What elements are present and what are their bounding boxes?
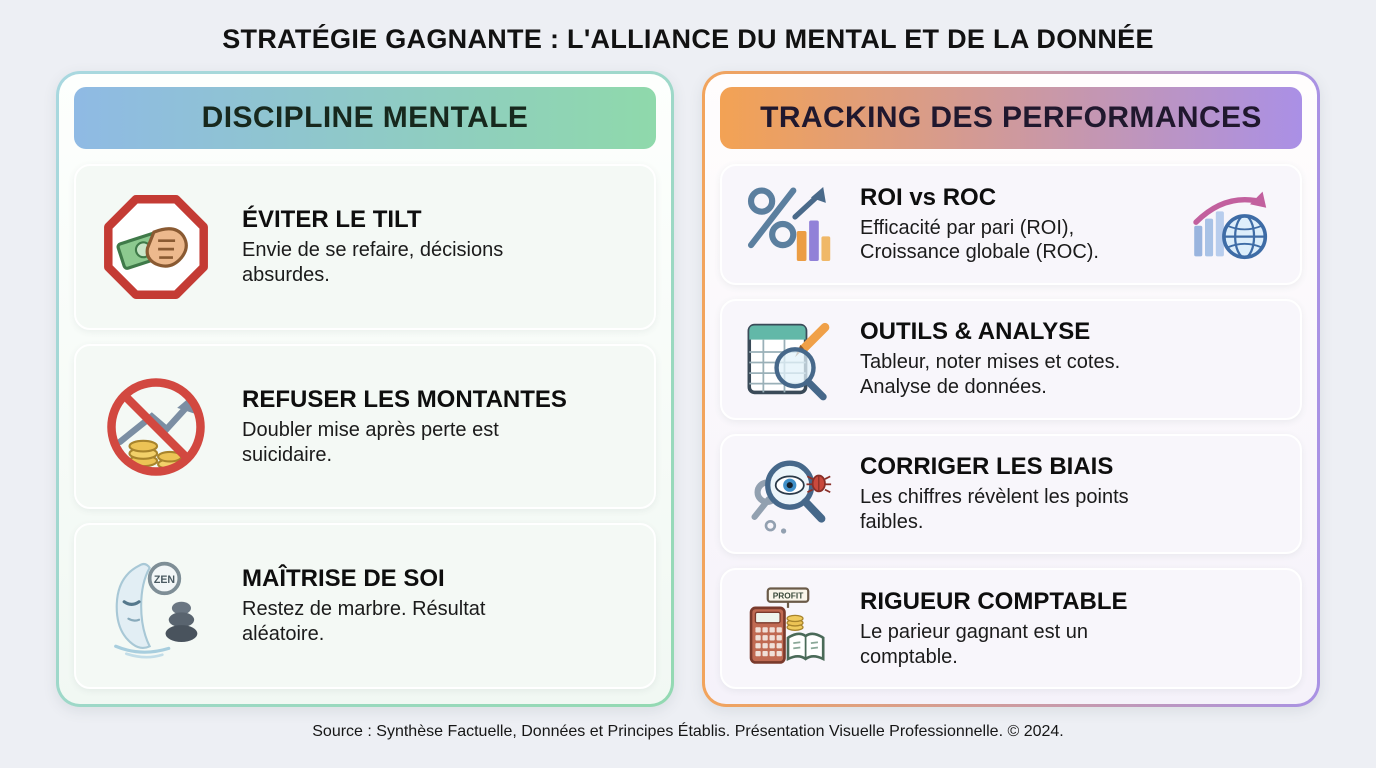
- card-desc: Envie de se refaire, décisions absurdes.: [242, 239, 504, 286]
- card-text: REFUSER LES MONTANTES Doubler mise après…: [242, 386, 634, 468]
- panel-tracking-inner: TRACKING DES PERFORMANCES: [705, 74, 1317, 704]
- card-text: ÉVITER LE TILT Envie de se refaire, déci…: [242, 206, 634, 288]
- zen-face-stones-icon: ZEN: [90, 553, 222, 659]
- card-outils-analyse: OUTILS & ANALYSE Tableur, noter mises et…: [720, 298, 1302, 420]
- card-eviter-le-tilt: ÉVITER LE TILT Envie de se refaire, déci…: [74, 164, 656, 330]
- card-title: REFUSER LES MONTANTES: [242, 385, 567, 413]
- card-title: RIGUEUR COMPTABLE: [860, 587, 1128, 615]
- globe-growth-chart-icon: [1184, 179, 1280, 269]
- magnifier-eye-bug-wrench-svg: [751, 460, 832, 534]
- left-panel-header: DISCIPLINE MENTALE: [74, 87, 656, 149]
- card-text: OUTILS & ANALYSE Tableur, noter mises et…: [860, 318, 1280, 400]
- card-title: MAÎTRISE DE SOI: [242, 565, 445, 593]
- zen-face-stones-svg: ZEN: [114, 561, 198, 659]
- panels-container: DISCIPLINE MENTALE: [0, 71, 1376, 707]
- spreadsheet-magnifier-pencil-icon: [736, 315, 840, 403]
- stop-fist-money-svg: [104, 194, 208, 299]
- panel-tracking-des-performances: TRACKING DES PERFORMANCES: [702, 71, 1320, 707]
- zen-label: ZEN: [154, 574, 175, 586]
- percent-growth-chart-icon: [736, 180, 840, 268]
- left-cards: ÉVITER LE TILT Envie de se refaire, déci…: [74, 164, 656, 690]
- card-maitrise-de-soi: ZEN MAÎTRISE DE SOI Restez de marbre. Ré…: [74, 523, 656, 690]
- card-desc: Efficacité par pari (ROI), Croissance gl…: [860, 216, 1099, 264]
- card-title: OUTILS & ANALYSE: [860, 318, 1091, 346]
- percent-growth-chart-svg: [747, 187, 831, 262]
- right-cards: ROI vs ROC Efficacité par pari (ROI), Cr…: [720, 164, 1302, 689]
- card-desc: Doubler mise après perte est suicidaire.: [242, 418, 499, 466]
- card-desc: Restez de marbre. Résultat aléatoire.: [242, 598, 486, 646]
- card-title: ROI vs ROC: [860, 183, 997, 211]
- page-title: STRATÉGIE GAGNANTE : L'ALLIANCE DU MENTA…: [222, 24, 1154, 54]
- card-roi-vs-roc: ROI vs ROC Efficacité par pari (ROI), Cr…: [720, 164, 1302, 285]
- card-text: ROI vs ROC Efficacité par pari (ROI), Cr…: [860, 184, 1164, 266]
- card-desc: Le parieur gagnant est un comptable.: [860, 620, 1088, 668]
- card-text: RIGUEUR COMPTABLE Le parieur gagnant est…: [860, 588, 1280, 670]
- card-text: CORRIGER LES BIAIS Les chiffres révèlent…: [860, 453, 1280, 535]
- card-text: MAÎTRISE DE SOI Restez de marbre. Résult…: [242, 565, 634, 647]
- spreadsheet-magnifier-pencil-svg: [747, 323, 830, 401]
- card-desc: Tableur, noter mises et cotes. Analyse d…: [860, 351, 1121, 399]
- profit-label: PROFIT: [773, 590, 804, 600]
- no-martingale-coins-svg: [107, 377, 205, 476]
- panel-discipline-mentale: DISCIPLINE MENTALE: [56, 71, 674, 707]
- card-rigueur-comptable: PROFIT: [720, 568, 1302, 689]
- card-title: CORRIGER LES BIAIS: [860, 453, 1114, 481]
- stop-fist-money-icon: [90, 194, 222, 300]
- calculator-profit-book-icon: PROFIT: [736, 585, 840, 673]
- globe-growth-chart-svg: [1193, 191, 1268, 260]
- calculator-profit-book-svg: PROFIT: [749, 587, 825, 664]
- panel-discipline-mentale-inner: DISCIPLINE MENTALE: [59, 74, 671, 704]
- card-desc: Les chiffres révèlent les points faibles…: [860, 486, 1129, 533]
- source-footer: Source : Synthèse Factuelle, Données et …: [312, 723, 1064, 740]
- magnifier-eye-bug-wrench-icon: [736, 450, 840, 538]
- right-panel-header: TRACKING DES PERFORMANCES: [720, 87, 1302, 149]
- card-title: ÉVITER LE TILT: [242, 206, 422, 234]
- card-refuser-les-montantes: REFUSER LES MONTANTES Doubler mise après…: [74, 343, 656, 510]
- card-corriger-les-biais: CORRIGER LES BIAIS Les chiffres révèlent…: [720, 433, 1302, 555]
- no-martingale-coins-icon: [90, 374, 222, 480]
